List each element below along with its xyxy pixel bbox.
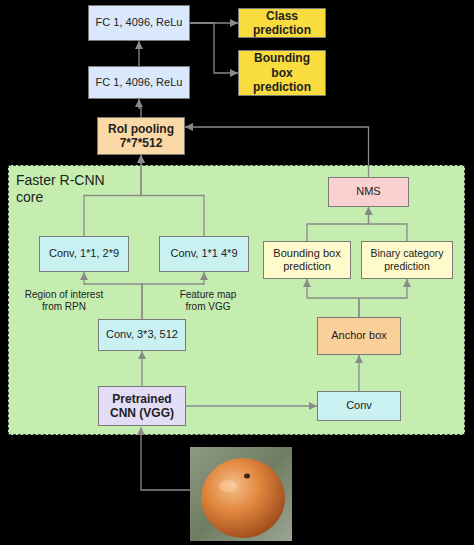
- photo-background: [190, 447, 292, 541]
- connector-arrow: [358, 355, 359, 391]
- connector-arrow: [185, 127, 369, 177]
- connector-arrow: [141, 351, 142, 386]
- apple-fruit: [201, 458, 285, 538]
- pooling-box: RoI pooling 7*7*512: [97, 117, 185, 155]
- prediction-box: Bounding box prediction: [263, 241, 351, 279]
- conv-box: Conv: [317, 391, 401, 421]
- conv-box: Conv, 3*3, 512: [98, 319, 186, 351]
- connector-arrow: [307, 207, 369, 241]
- box-label: Conv, 1*1 4*9: [170, 247, 237, 260]
- box-label: Conv, 3*3, 512: [106, 328, 178, 341]
- box-label: Binary category prediction: [366, 247, 448, 272]
- output-box: Bounding box prediction: [238, 50, 326, 96]
- nms-box: NMS: [328, 177, 409, 207]
- anchor-box: Anchor box: [317, 317, 401, 355]
- fc-layer-box: FC 1, 4096, ReLu: [88, 66, 190, 99]
- conv-box: Conv, 1*1, 2*9: [39, 236, 129, 272]
- annotation-label: Region of interest from RPN: [14, 289, 114, 313]
- box-label: NMS: [356, 185, 380, 198]
- connector-arrow: [307, 279, 359, 317]
- apple-spot: [244, 474, 250, 479]
- prediction-box: Binary category prediction: [361, 241, 453, 279]
- box-label: FC 1, 4096, ReLu: [96, 16, 183, 29]
- connector-arrow: [142, 272, 204, 319]
- connector-arrow: [138, 41, 139, 66]
- connector-arrow: [84, 155, 141, 236]
- annotation-label: Feature map from VGG: [170, 289, 246, 313]
- conv-box: Conv, 1*1 4*9: [159, 236, 249, 272]
- backbone-box: Pretrained CNN (VGG): [98, 386, 186, 426]
- connector-arrow: [369, 207, 408, 241]
- box-label: Conv, 1*1, 2*9: [49, 247, 119, 260]
- box-label: Bounding box prediction: [243, 51, 321, 94]
- box-label: FC 1, 4096, ReLu: [96, 76, 183, 89]
- input-arrow: [141, 427, 190, 490]
- connector-arrow: [190, 22, 238, 23]
- output-box: Class prediction: [238, 8, 326, 38]
- box-label: Class prediction: [243, 9, 321, 38]
- box-label: RoI pooling 7*7*512: [102, 122, 180, 151]
- box-label: Conv: [346, 399, 372, 412]
- apple-photo: [190, 447, 292, 541]
- apple-highlight: [219, 480, 237, 492]
- box-label: Bounding box prediction: [268, 247, 346, 273]
- box-label: Anchor box: [331, 329, 387, 342]
- connector-arrow: [359, 279, 407, 317]
- region-title: Faster R-CNN core: [16, 172, 116, 206]
- box-label: Pretrained CNN (VGG): [103, 392, 181, 421]
- connector-arrow: [186, 405, 317, 406]
- connector-arrow: [141, 155, 204, 236]
- connector-arrow: [190, 23, 238, 73]
- connector-arrow: [84, 272, 142, 319]
- connector-arrow: [139, 99, 141, 117]
- fc-layer-box: FC 1, 4096, ReLu: [88, 5, 190, 41]
